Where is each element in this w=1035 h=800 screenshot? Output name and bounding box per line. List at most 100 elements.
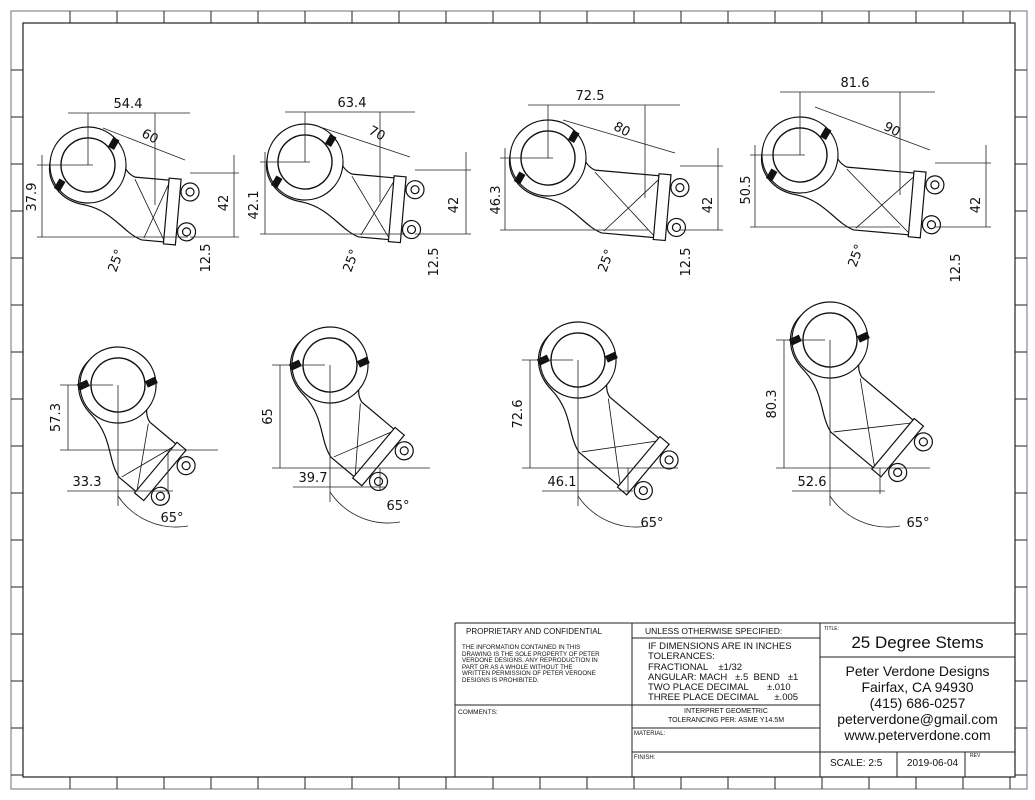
bolt-icon xyxy=(406,224,417,235)
angle-arc xyxy=(577,495,649,528)
faceplate xyxy=(870,417,925,478)
dim-vertical-height: 72.6 xyxy=(511,400,526,429)
bolt-boss xyxy=(405,180,425,200)
title-block-grid xyxy=(454,622,1015,777)
dim-stem-length: 80 xyxy=(611,119,633,140)
bolt-boss xyxy=(633,480,653,501)
proprietary-text: THE INFORMATION CONTAINED IN THIS DRAWIN… xyxy=(462,644,600,684)
bolt-icon xyxy=(181,461,191,471)
dim-face-height: 42 xyxy=(969,197,984,214)
bolt-icon xyxy=(675,183,685,193)
tolerance-line: THREE PLACE DECIMAL ±.005 xyxy=(648,692,799,704)
bolt-boss xyxy=(180,182,200,202)
scale: SCALE: 2:5 xyxy=(830,758,883,769)
tolerance-line: TOLERANCES: xyxy=(648,651,715,663)
body-edge xyxy=(143,183,170,239)
dim-angle: 25° xyxy=(341,247,363,274)
bolt-boss xyxy=(176,456,196,476)
drawing-title: 25 Degree Stems xyxy=(851,633,984,652)
dim-stack-height: 50.5 xyxy=(739,176,754,205)
clamp-split xyxy=(356,356,370,368)
body-edge xyxy=(607,398,621,485)
dimension-line xyxy=(562,119,676,154)
company-email: peterverdone@gmail.com xyxy=(837,711,998,727)
bolt-boss xyxy=(368,471,389,492)
stem-angled-view xyxy=(76,346,196,506)
tolerance-line: ANGULAR: MACH ±.5 BEND ±1 xyxy=(648,671,799,683)
body-edge xyxy=(136,423,149,490)
bolt-boss xyxy=(176,222,197,242)
dim-horizontal-reach: 46.1 xyxy=(548,475,577,490)
bolt-boss xyxy=(659,450,679,470)
dimension-line xyxy=(814,106,931,151)
drawing-date: 2019-06-04 xyxy=(906,758,959,769)
dim-horizontal-reach: 52.6 xyxy=(798,475,827,490)
dim-angle: 25° xyxy=(596,247,618,274)
dimension-line xyxy=(319,126,411,158)
faceplate xyxy=(387,175,407,244)
tolerance-line: FRACTIONAL ±1/32 xyxy=(648,661,743,673)
unless-specified: UNLESS OTHERWISE SPECIFIED: xyxy=(645,626,783,636)
dim-horizontal-reach: 81.6 xyxy=(841,76,870,91)
clamp-split xyxy=(567,129,580,143)
body-edge xyxy=(121,446,174,478)
body-edge xyxy=(134,178,165,241)
dim-face-height: 42 xyxy=(447,197,462,214)
tolerance-line: IF DIMENSIONS ARE IN INCHES xyxy=(648,641,792,652)
bolt-icon xyxy=(918,437,928,447)
dim-stem-length: 60 xyxy=(139,126,161,147)
faceplate xyxy=(351,426,406,487)
faceplate xyxy=(907,170,927,239)
bolt-boss xyxy=(670,178,690,198)
body-edge xyxy=(360,181,394,236)
dim-angle: 25° xyxy=(846,242,868,269)
body-edge xyxy=(354,403,361,475)
interpret-line-1: INTERPRET GEOMETRIC xyxy=(684,708,768,715)
proprietary-heading: PROPRIETARY AND CONFIDENTIAL xyxy=(466,627,603,636)
bolt-icon xyxy=(664,455,674,465)
stem-angled-view xyxy=(788,301,933,483)
dim-horizontal-reach: 39.7 xyxy=(299,471,328,486)
faceplate xyxy=(652,173,672,242)
body-edge xyxy=(333,431,392,458)
title-label: TITLE: xyxy=(824,626,840,632)
bolt-boss xyxy=(921,215,942,235)
body-edge xyxy=(581,440,657,453)
dim-angle: 65° xyxy=(640,516,663,531)
finish-label: FINISH: xyxy=(634,755,656,761)
stem-top-view xyxy=(48,126,200,246)
dim-offset: 12.5 xyxy=(679,248,694,277)
bolt-icon xyxy=(638,485,648,496)
bolt-icon xyxy=(930,180,940,190)
company-name: Peter Verdone Designs xyxy=(845,663,990,679)
bolt-icon xyxy=(671,222,682,233)
body-edge xyxy=(833,422,911,433)
bolt-boss xyxy=(394,441,414,461)
dim-stack-height: 46.3 xyxy=(489,186,504,215)
body-edge xyxy=(855,176,914,229)
bolt-boss xyxy=(150,486,170,506)
body-edge xyxy=(603,179,659,232)
dim-horizontal-reach: 72.5 xyxy=(576,89,605,104)
clamp-split xyxy=(270,175,283,189)
dim-stack-height: 37.9 xyxy=(25,183,40,212)
clamp-split xyxy=(819,126,832,140)
stem-angled-view xyxy=(536,321,679,501)
angle-arc xyxy=(329,491,401,524)
company-phone: (415) 686-0257 xyxy=(869,695,966,711)
dim-horizontal-reach: 63.4 xyxy=(338,96,367,111)
bolt-boss xyxy=(925,175,945,195)
dim-horizontal-reach: 54.4 xyxy=(114,97,143,112)
clamp-split xyxy=(513,171,526,185)
bolt-icon xyxy=(185,187,195,197)
body-edge xyxy=(594,171,654,236)
zone-ticks xyxy=(11,11,1027,789)
angle-arc xyxy=(117,495,189,528)
bolt-icon xyxy=(181,227,192,237)
dim-face-height: 42 xyxy=(701,197,716,214)
body-edge xyxy=(846,168,909,234)
dim-angle: 65° xyxy=(906,516,929,531)
dim-angle: 65° xyxy=(160,511,183,526)
dim-angle: 65° xyxy=(386,499,409,514)
